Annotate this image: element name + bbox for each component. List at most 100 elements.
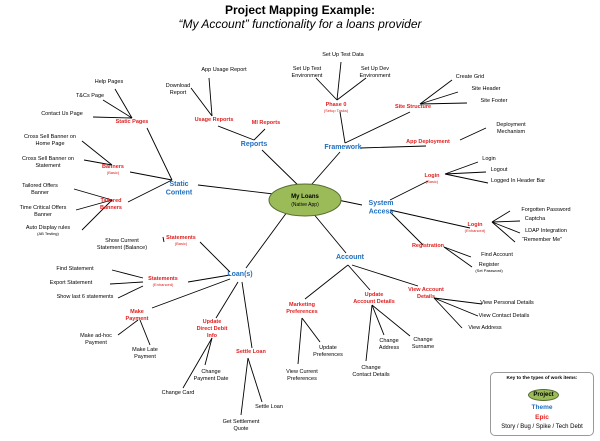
connector-line xyxy=(190,87,213,117)
theme-framework: Framework xyxy=(324,144,361,151)
task-findstmt: Find Statement xyxy=(56,266,94,272)
theme-system-line2: Access xyxy=(369,209,394,216)
epic-phase0-note: (Setup Tasks) xyxy=(324,108,349,113)
task-viewcontact: View Contact Details xyxy=(479,313,530,319)
epic-dd: Update xyxy=(203,319,222,325)
task-showbal-line2: Statement (Balance) xyxy=(97,245,147,251)
task-deploymech-line2: Mechanism xyxy=(497,129,526,135)
epic-staticpages: Static Pages xyxy=(116,119,149,125)
task-grid: Create Grid xyxy=(456,74,484,80)
task-xsellstmt: Cross Sell Banner on xyxy=(22,156,74,162)
task-changedate: Change xyxy=(201,369,220,375)
connector-line xyxy=(81,199,113,231)
epic-mktg-line2: Preferences xyxy=(286,309,318,315)
task-viewaddr: View Address xyxy=(468,325,501,331)
connector-line xyxy=(151,278,231,309)
task-changedate-line2: Payment Date xyxy=(194,376,229,382)
connector-line xyxy=(73,188,113,201)
legend-task: Story / Bug / Spike / Tech Debt xyxy=(501,424,583,430)
task-changecontact-line2: Contact Details xyxy=(352,372,390,378)
epic-loginbasic: Login xyxy=(425,173,441,179)
theme-static-line2: Content xyxy=(166,190,193,197)
epic-loginbasic-note: (Basic) xyxy=(426,179,439,184)
task-tailoredoffers-line2: Banner xyxy=(31,190,49,196)
epic-makepay-line2: Payment xyxy=(126,316,149,322)
connector-line xyxy=(433,297,479,317)
connector-line xyxy=(182,337,213,389)
task-autodisplay-note: (AB Testing) xyxy=(37,231,59,236)
task-changecard: Change Card xyxy=(162,390,195,396)
epic-tailored: Tailored xyxy=(101,198,122,204)
connector-line xyxy=(92,116,133,119)
page-subtitle: “My Account” functionality for a loans p… xyxy=(178,17,422,31)
epic-mi: MI Reports xyxy=(252,120,280,126)
task-settlequote: Get Settlement xyxy=(223,419,260,425)
epic-stmtbasic-note: (Basic) xyxy=(175,241,188,246)
connector-line xyxy=(347,264,371,291)
connector-line xyxy=(199,241,231,273)
task-help: Help Pages xyxy=(95,79,124,85)
task-adhoc-line2: Payment xyxy=(85,340,107,346)
connector-line xyxy=(204,337,213,366)
task-changesurname: Change xyxy=(413,337,432,343)
task-rememberme: “Remember Me” xyxy=(522,237,562,243)
connector-line xyxy=(187,274,231,283)
epic-registration: Registration xyxy=(412,243,445,249)
theme-account: Account xyxy=(336,254,365,261)
connector-line xyxy=(217,125,255,141)
connector-line xyxy=(81,140,113,166)
connector-line xyxy=(444,161,479,175)
project-sublabel: (Native App) xyxy=(291,202,319,208)
epic-updacc: Update xyxy=(365,292,384,298)
connector-line xyxy=(344,111,411,144)
connector-line xyxy=(109,281,144,285)
connector-line xyxy=(301,317,321,343)
task-devenv: Set Up Dev xyxy=(361,66,389,72)
task-updprefs-line2: Preferences xyxy=(313,352,343,358)
connector-line xyxy=(443,246,472,258)
connector-line xyxy=(433,297,483,305)
connector-line xyxy=(311,211,347,254)
connector-line xyxy=(139,319,151,346)
epic-loginenh-note: (Enhanced) xyxy=(465,228,486,233)
task-register-note: (Set Password) xyxy=(475,268,503,273)
connector-line xyxy=(253,128,266,141)
task-logout: Logout xyxy=(491,167,508,173)
task-download: Download xyxy=(166,83,190,89)
task-changeaddr-line2: Address xyxy=(379,345,399,351)
connector-line xyxy=(491,221,521,234)
connector-line xyxy=(117,285,144,299)
task-captcha: Captcha xyxy=(525,216,546,222)
connector-line xyxy=(419,79,453,105)
connector-line xyxy=(351,264,419,287)
connector-line xyxy=(245,207,291,269)
connector-line xyxy=(459,127,487,141)
task-login: Login xyxy=(482,156,495,162)
task-sitefooter: Site Footer xyxy=(481,98,508,104)
epic-stmtenh-note: (Enhanced) xyxy=(153,282,174,287)
task-timecrit-line2: Banner xyxy=(34,212,52,218)
connector-line xyxy=(389,180,429,201)
theme-reports: Reports xyxy=(241,141,268,148)
project-node xyxy=(268,183,342,217)
connector-line xyxy=(241,281,253,349)
task-viewprefs: View Current xyxy=(286,369,318,375)
connector-line xyxy=(491,221,516,243)
connector-line xyxy=(83,159,113,166)
task-testdata: Set Up Test Data xyxy=(322,52,364,58)
epic-banners-note: (Basic) xyxy=(107,170,120,175)
task-updprefs: Update xyxy=(319,345,337,351)
connector-line xyxy=(419,102,468,105)
epic-loginenh: Login xyxy=(468,222,484,228)
epic-viewacc: View Account xyxy=(408,287,444,293)
task-deploymech: Deployment xyxy=(496,122,526,128)
task-register: Register xyxy=(479,262,500,268)
connector-line xyxy=(371,304,385,336)
task-testenv: Set Up Test xyxy=(293,66,322,72)
connector-line xyxy=(304,264,349,300)
task-last6: Show last 6 statements xyxy=(57,294,114,300)
legend-box: Key to the types of work items: Project … xyxy=(490,372,594,436)
epic-viewacc-line2: Details xyxy=(417,294,435,300)
task-changecontact: Change xyxy=(361,365,380,371)
task-devenv-line2: Environment xyxy=(360,73,391,79)
